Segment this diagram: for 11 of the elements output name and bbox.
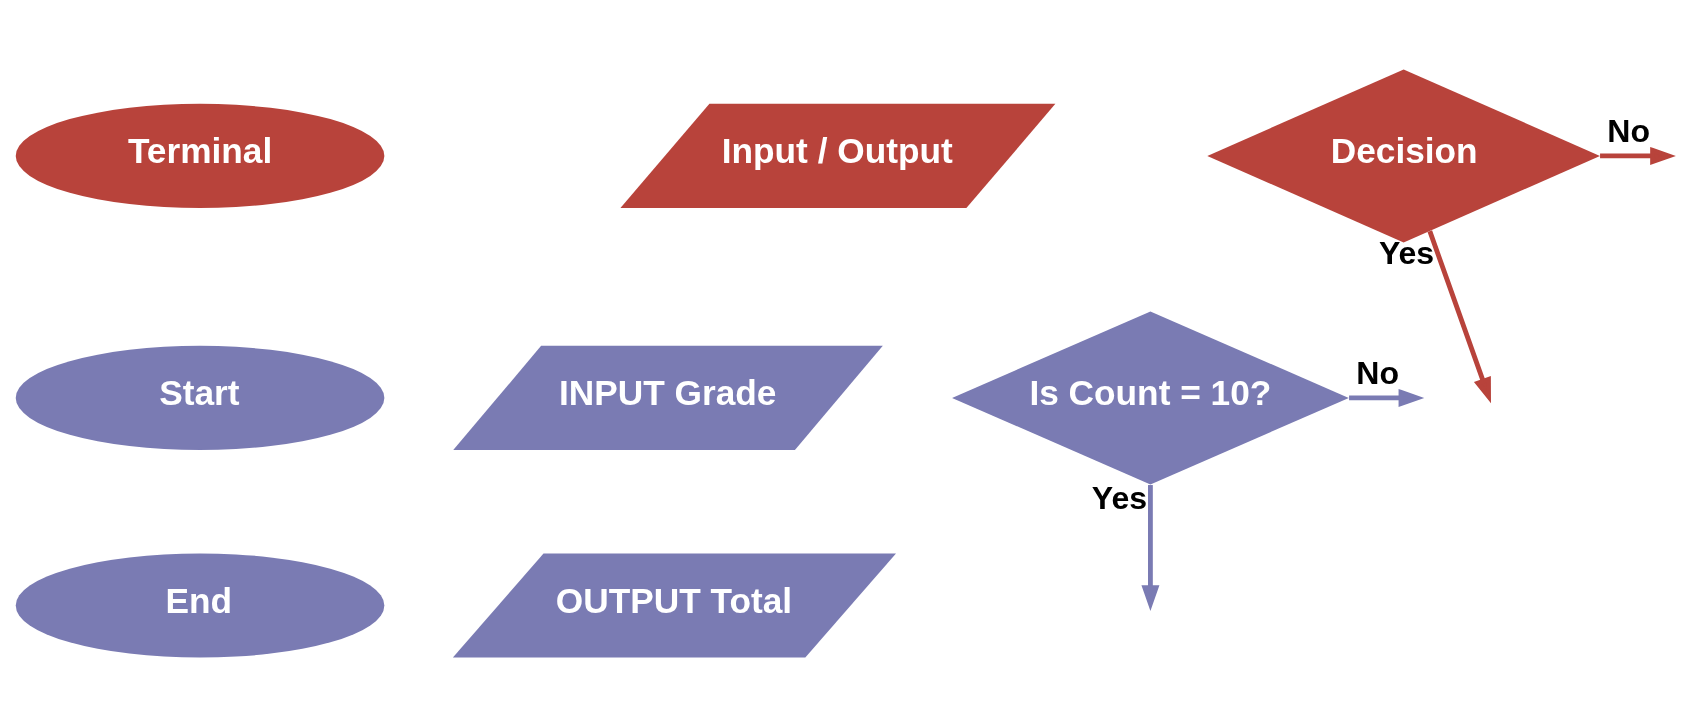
node-diamond: Is Count = 10? bbox=[952, 311, 1349, 485]
node-ellipse: Start bbox=[15, 345, 385, 451]
node-diamond: Decision bbox=[1207, 69, 1600, 243]
arrow bbox=[1141, 485, 1160, 611]
arrow bbox=[1427, 230, 1491, 404]
edge-label: No bbox=[1607, 113, 1651, 150]
arrow bbox=[1600, 146, 1676, 165]
arrow bbox=[1349, 388, 1425, 407]
node-ellipse: End bbox=[15, 553, 385, 658]
edge-label: No bbox=[1356, 355, 1400, 392]
node-ellipse: Terminal bbox=[15, 103, 385, 209]
